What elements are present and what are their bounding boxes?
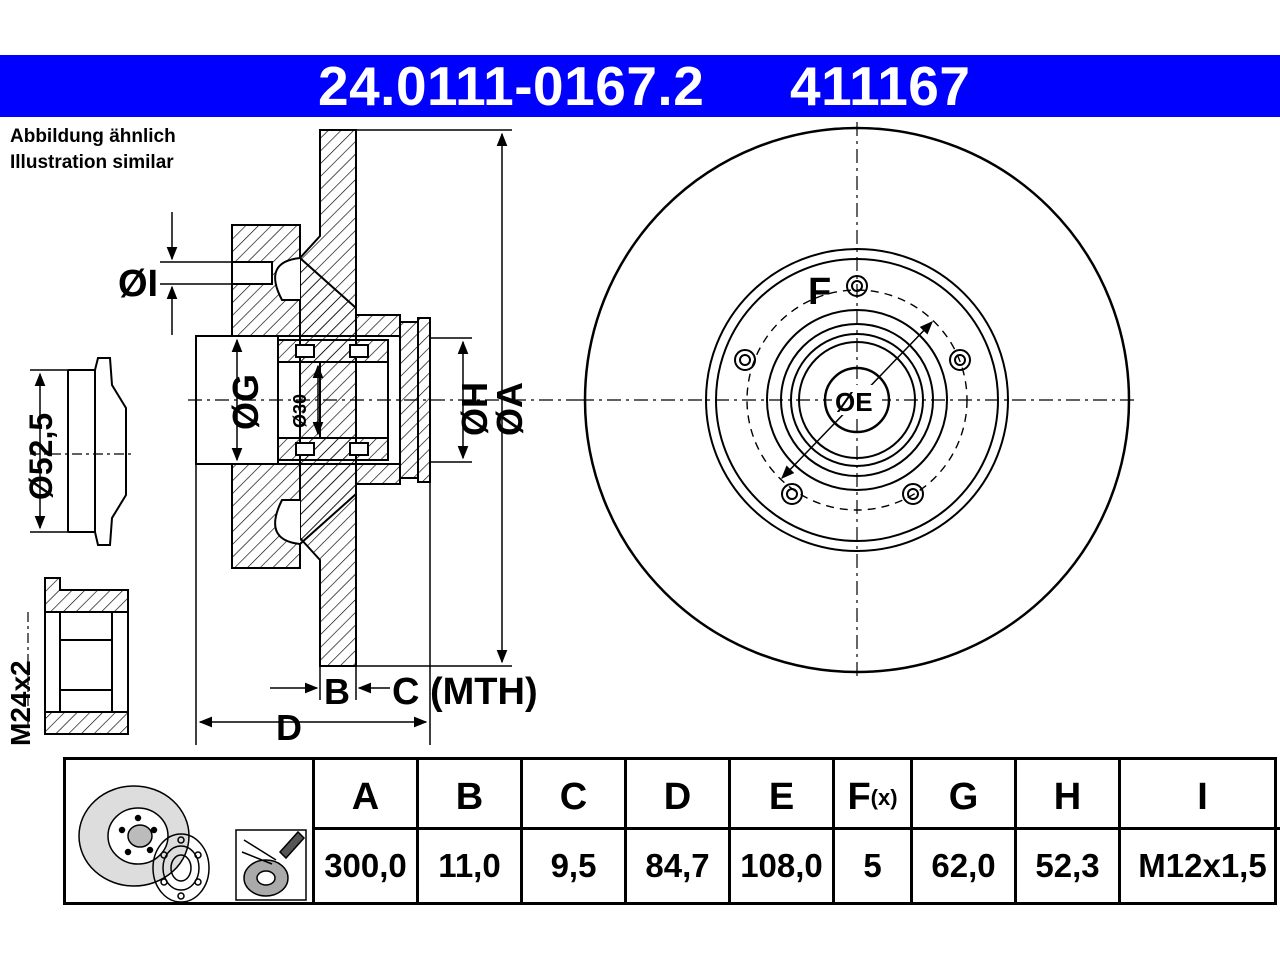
table-column-d: D 84,7 <box>627 760 731 902</box>
column-value: 108,0 <box>740 847 823 884</box>
dim-label-e: ØE <box>835 387 873 417</box>
column-header-label: C <box>559 776 588 818</box>
hub-upper-section <box>231 224 401 337</box>
column-header-label: B <box>455 776 484 818</box>
table-column-e: E 108,0 <box>731 760 835 902</box>
column-header: D <box>627 760 728 830</box>
dim-label-i: ØI <box>118 263 158 305</box>
column-header: H <box>1017 760 1118 830</box>
dim-label-bore: Ø30 <box>290 394 310 428</box>
column-value: 52,3 <box>1035 847 1100 884</box>
table-column-b: B 11,0 <box>419 760 523 902</box>
icons-cell <box>66 760 315 903</box>
disc-outer-edge <box>583 126 1131 674</box>
title-bar: 24.0111-0167.2 411167 <box>0 55 1280 117</box>
brake-disc-icon <box>78 785 190 887</box>
grease-spray-icon <box>235 829 307 901</box>
dim-label-nut: M24x2 <box>5 660 36 746</box>
dimension-table: A 300,0 B 11,0 C 9,5 D 84,7 E 108,0 F(x) 5 G 62,0 H 52,… <box>63 757 1280 905</box>
column-header: A <box>315 760 416 830</box>
table-column-a: A 300,0 <box>315 760 419 902</box>
disc-front-view <box>583 126 1131 674</box>
column-value: 9,5 <box>550 847 597 884</box>
table-column-h: H 52,3 <box>1017 760 1121 902</box>
column-value: M12x1,5 <box>1138 847 1267 884</box>
dim-label-d: D <box>276 707 302 748</box>
dust-cap-detail <box>30 357 135 546</box>
column-header-label: A <box>351 776 380 818</box>
illustration-note: Abbildung ähnlich Illustration similar <box>10 124 176 176</box>
part-number: 24.0111-0167.2 <box>318 55 705 117</box>
column-header: B <box>419 760 520 830</box>
column-header-sub: (x) <box>870 785 898 810</box>
dim-label-h: ØH <box>454 382 495 436</box>
column-header-label: G <box>948 776 979 818</box>
column-value: 300,0 <box>324 847 407 884</box>
dim-label-b: B <box>324 671 350 712</box>
column-header: E <box>731 760 832 830</box>
bearing-lower <box>277 437 389 461</box>
column-header: I <box>1121 760 1280 830</box>
dim-label-g: ØG <box>225 374 266 430</box>
bearing-upper <box>277 339 389 363</box>
bolt-hole <box>231 261 273 285</box>
table-column-i: I M12x1,5 <box>1121 760 1280 902</box>
bolt-holes <box>734 275 971 505</box>
axle-nut-detail <box>27 577 129 735</box>
column-value: 5 <box>863 847 882 884</box>
column-header: G <box>913 760 1014 830</box>
column-header-label: F <box>847 776 871 818</box>
friction-inner-edge <box>705 248 1009 552</box>
column-value: 84,7 <box>645 847 710 884</box>
note-german: Abbildung ähnlich <box>10 126 176 147</box>
note-english: Illustration similar <box>10 152 174 173</box>
dim-label-f: F <box>808 271 831 313</box>
column-header-label: D <box>663 776 692 818</box>
dim-label-cap: Ø52,5 <box>23 413 59 500</box>
reference-number: 411167 <box>790 55 971 117</box>
table-column-c: C 9,5 <box>523 760 627 902</box>
column-value: 62,0 <box>931 847 996 884</box>
column-header: F(x) <box>835 760 910 830</box>
table-column-f: F(x) 5 <box>835 760 913 902</box>
column-header-label: I <box>1197 776 1208 818</box>
column-header: C <box>523 760 624 830</box>
column-header-label: E <box>768 776 795 818</box>
dim-label-a: ØA <box>489 382 530 436</box>
column-value: 11,0 <box>438 847 501 884</box>
dim-label-c: C (MTH) <box>392 671 538 713</box>
column-header-label: H <box>1053 776 1082 818</box>
table-column-g: G 62,0 <box>913 760 1017 902</box>
